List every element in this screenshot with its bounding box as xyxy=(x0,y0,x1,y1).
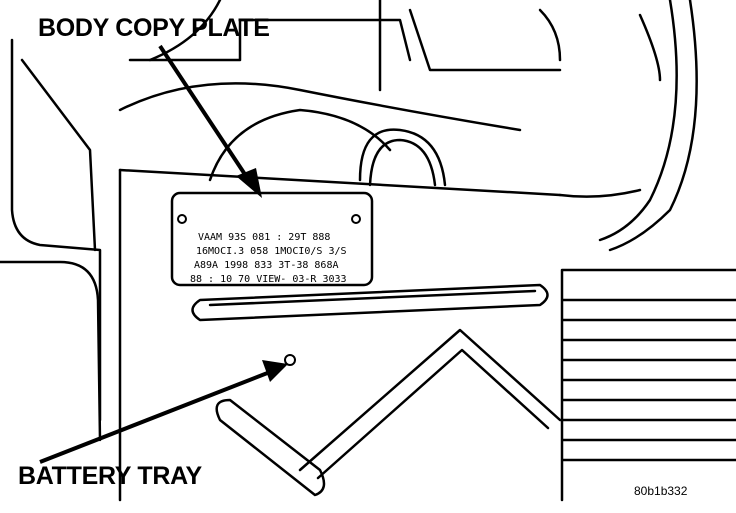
arrowhead-body-copy-plate xyxy=(236,168,262,198)
arrow-battery-tray xyxy=(39,370,271,464)
arrowhead-battery-tray xyxy=(262,360,288,382)
body-copy-plate: VAAM 93S 081 : 29T 888 16MOCI.3 058 1MOC… xyxy=(170,191,374,287)
plate-line-2: 16MOCI.3 058 1MOCI0/S 3/S xyxy=(196,246,347,257)
braided-hose xyxy=(598,0,678,242)
fender-inner xyxy=(20,58,97,252)
fender-outline xyxy=(10,38,102,422)
upper-structure xyxy=(128,18,412,62)
leader-arrows xyxy=(39,44,288,464)
figure-code: 80b1b332 xyxy=(634,484,688,498)
callout-battery-tray: BATTERY TRAY xyxy=(18,462,202,490)
body-edge xyxy=(0,260,102,442)
cable xyxy=(358,128,447,187)
tray-hole xyxy=(284,354,296,366)
arrow-body-copy-plate xyxy=(158,44,252,184)
plate-line-3: A89A 1998 833 3T-38 868A xyxy=(194,260,339,271)
tray-slot xyxy=(191,283,549,322)
side-box xyxy=(560,268,736,502)
plate-line-1: VAAM 93S 081 : 29T 888 xyxy=(198,232,330,243)
tray-rib xyxy=(298,328,562,472)
callout-body-copy-plate: BODY COPY PLATE xyxy=(38,14,270,42)
plate-line-4: 88 : 10 70 VIEW- 03-R 3033 xyxy=(190,274,347,285)
